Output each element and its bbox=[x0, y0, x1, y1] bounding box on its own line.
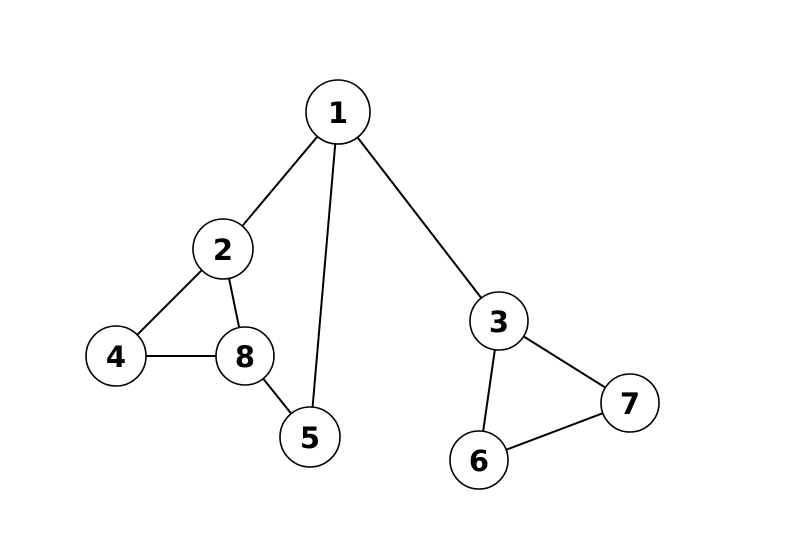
graph-node-5[interactable]: 5 bbox=[279, 406, 341, 468]
graph-node-circle-8[interactable] bbox=[215, 326, 275, 386]
graph-edge-3-6 bbox=[482, 349, 496, 432]
graph-node-label-1: 1 bbox=[328, 96, 348, 130]
graph-node-label-2: 2 bbox=[213, 233, 233, 267]
graph-node-label-5: 5 bbox=[300, 421, 320, 455]
graph-node-label-6: 6 bbox=[469, 444, 489, 478]
graph-node-8[interactable]: 8 bbox=[215, 326, 275, 386]
edge-layer bbox=[136, 135, 606, 451]
graph-node-label-3: 3 bbox=[489, 305, 509, 339]
graph-edge-2-4 bbox=[136, 269, 203, 336]
graph-node-circle-4[interactable] bbox=[85, 325, 147, 387]
graph-edge-1-3 bbox=[356, 136, 483, 299]
graph-edge-8-5 bbox=[262, 377, 293, 415]
graph-node-circle-1[interactable] bbox=[305, 79, 371, 145]
graph-edge-3-7 bbox=[523, 335, 606, 389]
graph-node-circle-2[interactable] bbox=[192, 218, 254, 280]
graph-node-4[interactable]: 4 bbox=[85, 325, 147, 387]
node-layer: 1 2 3 4 5 6 7 8 bbox=[85, 79, 660, 490]
graph-node-7[interactable]: 7 bbox=[600, 373, 660, 433]
graph-node-circle-3[interactable] bbox=[469, 291, 529, 351]
graph-node-label-4: 4 bbox=[106, 340, 126, 374]
graph-node-2[interactable]: 2 bbox=[192, 218, 254, 280]
graph-node-3[interactable]: 3 bbox=[469, 291, 529, 351]
graph-edge-1-5 bbox=[311, 143, 337, 408]
graph-node-circle-6[interactable] bbox=[449, 430, 509, 490]
graph-node-6[interactable]: 6 bbox=[449, 430, 509, 490]
graph-edge-2-8 bbox=[228, 278, 241, 328]
graph-node-label-7: 7 bbox=[620, 387, 640, 421]
graph-edge-6-7 bbox=[505, 412, 604, 451]
graph-node-circle-5[interactable] bbox=[279, 406, 341, 468]
graph-node-label-8: 8 bbox=[235, 340, 255, 374]
graph-edge-1-2 bbox=[241, 135, 319, 227]
graph-node-circle-7[interactable] bbox=[600, 373, 660, 433]
graph-node-1[interactable]: 1 bbox=[305, 79, 371, 145]
